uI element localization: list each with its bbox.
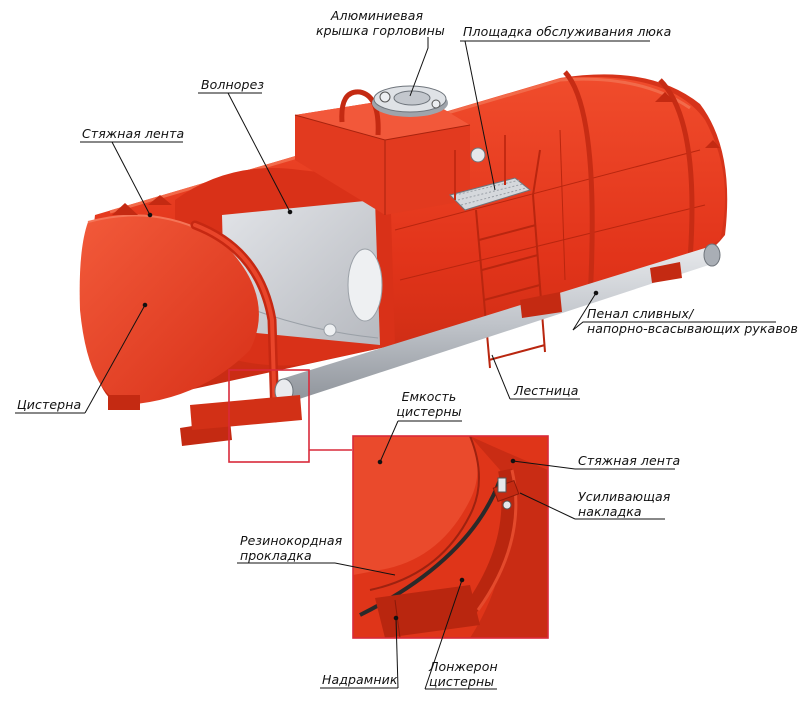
detail-callout: [352, 435, 549, 639]
service-platform: [449, 135, 532, 211]
tank-body: [79, 70, 728, 446]
reinforcing-plate: [492, 477, 520, 510]
aluminum-cover: [372, 85, 448, 117]
subframe: [108, 262, 682, 446]
label-aluminum-cover: Алюминиевая крышка горловины: [316, 8, 445, 38]
breakwater-panel: [222, 200, 380, 345]
label-tank: Цистерна: [17, 397, 82, 412]
label-strap-band-detail: Стяжная лента: [578, 453, 681, 468]
leader-lines: [15, 37, 776, 690]
label-reinforcing-plate: Усиливающая накладка: [578, 489, 671, 519]
label-strap-band: Стяжная лента: [82, 126, 185, 141]
label-hose-case: Пенал сливных/ напорно-всасывающих рукав…: [587, 306, 799, 336]
lift-handle: [339, 89, 381, 136]
label-tank-shell: Емкость цистерны: [396, 389, 462, 419]
label-hatch-platform: Площадка обслуживания люка: [463, 24, 672, 39]
tank-front-end: [79, 215, 259, 405]
zoom-source-frame: [228, 369, 310, 463]
label-breakwater: Волнорез: [201, 77, 265, 92]
label-rubber-gasket: Резинокордная прокладка: [240, 533, 343, 563]
label-subframe: Надрамник: [322, 672, 398, 687]
label-tank-spar: Лонжерон цистерны: [429, 659, 498, 689]
label-ladder: Лестница: [514, 383, 579, 398]
